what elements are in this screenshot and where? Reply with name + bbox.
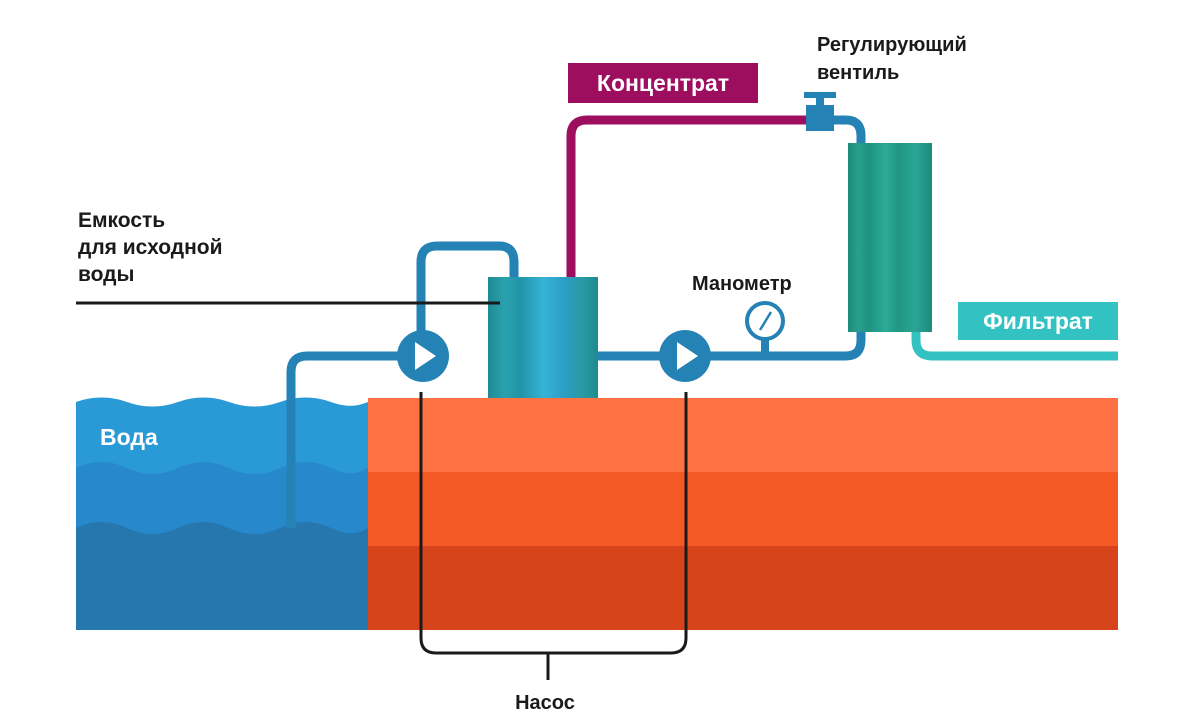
tank-label-line: воды: [78, 263, 134, 286]
ground-layer-top: [368, 398, 1118, 472]
tank-label: Емкость для исходной воды: [78, 209, 228, 286]
concentrate-badge: [568, 63, 758, 103]
filtrate-pipe: [911, 330, 1118, 361]
water-label: Вода: [100, 424, 158, 450]
valve-label-line: вентиль: [817, 62, 899, 84]
concentrate-pipe: [566, 115, 808, 278]
pressure-pipe: [706, 330, 866, 361]
ground-layer-middle: [368, 472, 1118, 546]
intake-pipe: [286, 351, 400, 528]
valve-label: Регулирующий вентиль: [817, 34, 972, 84]
source-water-tank: [488, 277, 598, 398]
concentrate-label: Концентрат: [597, 70, 729, 96]
pump-bracket: [419, 392, 688, 680]
tank-label-line: для исходной: [78, 236, 223, 259]
filtrate-badge: [958, 302, 1118, 340]
valve-icon: [804, 92, 836, 131]
manometer-label: Манометр: [692, 273, 792, 295]
pipes: [286, 115, 1118, 528]
valve-label-line: Регулирующий: [817, 34, 967, 56]
water-layer-bottom: [76, 522, 368, 630]
pump-icon: [397, 330, 449, 382]
pump-icon: [659, 330, 711, 382]
ground-layer-bottom: [368, 546, 1118, 630]
tank-label-line: Емкость: [78, 209, 165, 232]
feed-pipe: [416, 241, 519, 336]
valve-pipe: [819, 115, 866, 146]
membrane-filter: [848, 143, 932, 332]
filtrate-label: Фильтрат: [983, 308, 1093, 334]
pump-label: Насос: [515, 692, 575, 714]
manometer-icon: [745, 301, 785, 354]
ground: [368, 398, 1118, 630]
